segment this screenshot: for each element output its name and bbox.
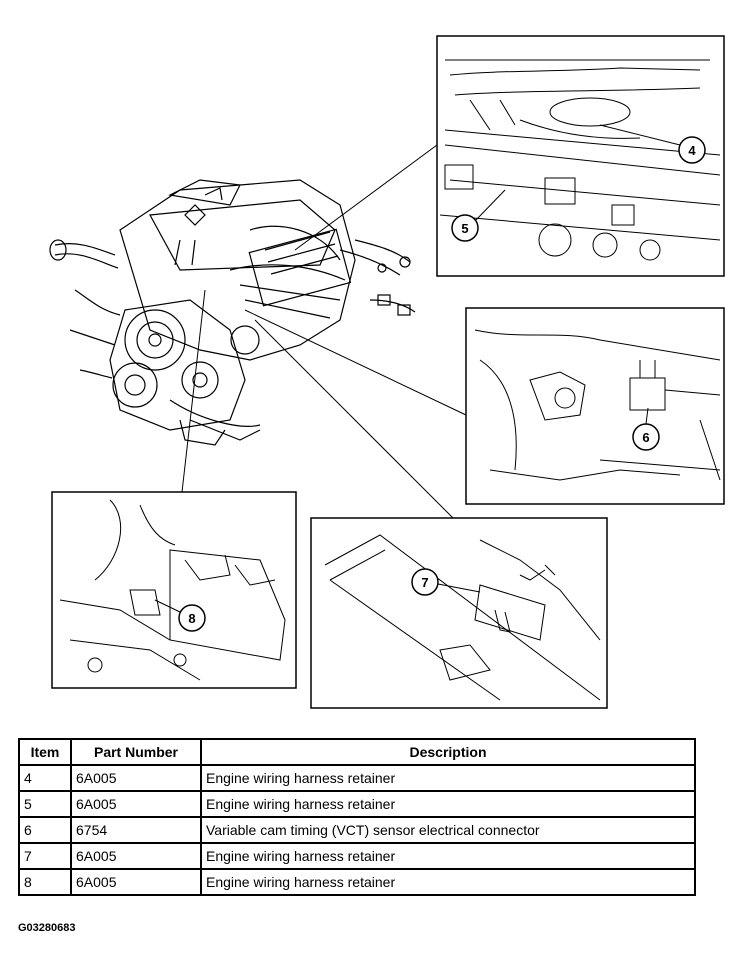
cell-item: 4: [18, 764, 72, 792]
table-header-row: Item Part Number Description: [18, 738, 696, 766]
header-part-number: Part Number: [70, 738, 202, 766]
cell-part-number: 6754: [70, 816, 202, 844]
figure-code: G03280683: [18, 922, 76, 934]
cell-item: 5: [18, 790, 72, 818]
cell-item: 7: [18, 842, 72, 870]
cell-item: 6: [18, 816, 72, 844]
cell-description: Engine wiring harness retainer: [200, 764, 696, 792]
header-item: Item: [18, 738, 72, 766]
cell-description: Variable cam timing (VCT) sensor electri…: [200, 816, 696, 844]
detail-view-item-7: 7: [310, 517, 608, 709]
table-row: 4 6A005 Engine wiring harness retainer: [18, 764, 696, 792]
engine-illustration: [49, 179, 416, 446]
table-row: 8 6A005 Engine wiring harness retainer: [18, 868, 696, 896]
parts-table: Item Part Number Description 4 6A005 Eng…: [18, 738, 696, 896]
callout-4: 4: [688, 143, 696, 158]
header-description: Description: [200, 738, 696, 766]
cell-part-number: 6A005: [70, 868, 202, 896]
cell-item: 8: [18, 868, 72, 896]
cell-description: Engine wiring harness retainer: [200, 842, 696, 870]
detail-view-item-8: 8: [51, 491, 297, 689]
callout-6: 6: [642, 430, 649, 445]
callout-8: 8: [188, 611, 195, 626]
cell-part-number: 6A005: [70, 790, 202, 818]
leader-lines: [181, 144, 467, 521]
callout-7: 7: [421, 575, 428, 590]
cell-description: Engine wiring harness retainer: [200, 790, 696, 818]
engine-wiring-figure: 4 5 6: [49, 35, 725, 709]
cell-part-number: 6A005: [70, 764, 202, 792]
table-row: 5 6A005 Engine wiring harness retainer: [18, 790, 696, 818]
cell-part-number: 6A005: [70, 842, 202, 870]
callout-5: 5: [461, 221, 468, 236]
table-row: 7 6A005 Engine wiring harness retainer: [18, 842, 696, 870]
table-row: 6 6754 Variable cam timing (VCT) sensor …: [18, 816, 696, 844]
detail-view-items-4-5: 4 5: [436, 35, 725, 277]
cell-description: Engine wiring harness retainer: [200, 868, 696, 896]
detail-view-item-6: 6: [465, 307, 725, 505]
